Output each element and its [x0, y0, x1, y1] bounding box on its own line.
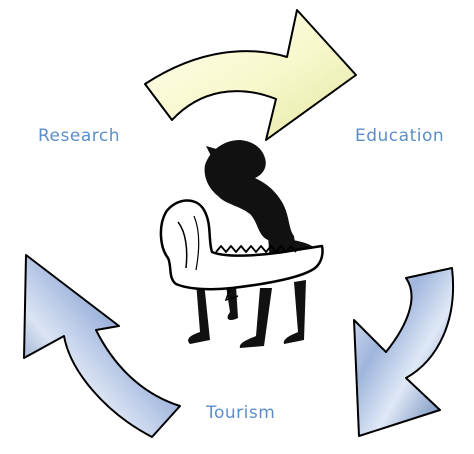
label-research: Research [38, 126, 120, 146]
hominid-jaw-emblem-icon [159, 140, 324, 348]
cycle-arrow-tourism-to-research [23, 254, 181, 438]
cycle-arrow-education-to-tourism [353, 267, 454, 437]
label-education: Education [355, 126, 445, 146]
label-tourism: Tourism [206, 403, 276, 423]
cycle-arrow-research-to-education [144, 9, 357, 141]
